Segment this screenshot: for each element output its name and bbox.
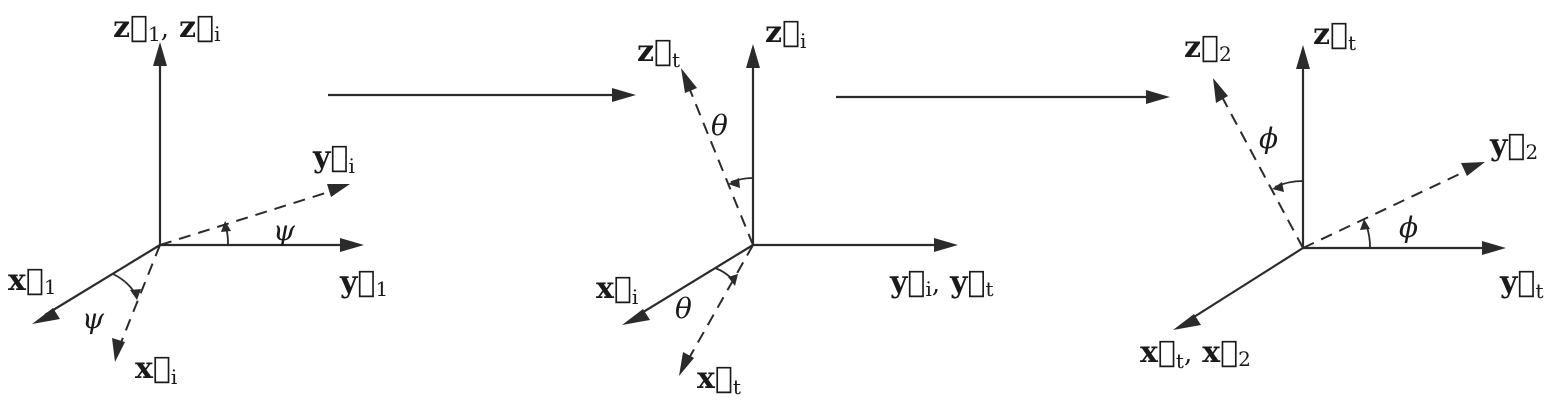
label-xt: x⃗t xyxy=(697,361,741,399)
label-zt: z⃗t xyxy=(637,34,680,72)
yi-yt-arrowhead xyxy=(934,238,958,252)
theta-arc-1 xyxy=(730,177,754,183)
phi-arc-2-arrowhead xyxy=(1360,219,1370,230)
label-z1-zi: z⃗1,z⃗i xyxy=(113,10,221,46)
z1-arrowhead xyxy=(153,42,167,66)
label-zt-3: z⃗t xyxy=(1313,17,1356,55)
z2-axis xyxy=(1220,94,1304,249)
yi-arrowhead xyxy=(327,184,350,197)
zi-arrowhead-2 xyxy=(746,44,760,68)
xt-x2-axis xyxy=(1185,247,1304,323)
frame-3: ϕ ϕ z⃗2 z⃗t y⃗2 y⃗t x⃗t,x⃗2 xyxy=(1140,17,1543,373)
psi-label-2: ψ xyxy=(82,302,105,335)
phi-label-2: ϕ xyxy=(1399,211,1418,244)
label-z2: z⃗2 xyxy=(1184,30,1232,66)
label-xi: x⃗i xyxy=(135,351,177,389)
label-yi: y⃗i xyxy=(312,140,355,178)
zt-arrowhead xyxy=(681,68,697,93)
y2-arrowhead xyxy=(1461,162,1485,176)
zt-arrowhead-3 xyxy=(1296,45,1310,69)
xi-arrowhead xyxy=(112,338,125,362)
phi-arc-1-arrowhead xyxy=(1272,182,1284,192)
phi-label-1: ϕ xyxy=(1259,122,1278,155)
y2-axis xyxy=(1302,169,1469,249)
label-yi-yt: y⃗i,y⃗t xyxy=(889,265,994,301)
xt-arrowhead xyxy=(679,352,694,376)
psi-label-1: ψ xyxy=(273,214,296,247)
label-x1: x⃗1 xyxy=(8,263,57,299)
label-xt-x2: x⃗t,x⃗2 xyxy=(1140,335,1251,373)
theta-label-1: θ xyxy=(711,109,728,142)
transition-arrow-1-head xyxy=(612,88,636,102)
theta-arc-2-arrowhead xyxy=(728,274,738,286)
label-y2: y⃗2 xyxy=(1489,128,1538,164)
y1-arrowhead xyxy=(340,238,364,252)
theta-arc-1-arrowhead xyxy=(728,178,740,188)
psi-arc-2-arrowhead xyxy=(130,289,141,300)
frame-1: ψ ψ z⃗1,z⃗i y⃗i y⃗1 x⃗1 x⃗i xyxy=(8,10,388,389)
zt-axis xyxy=(687,84,754,246)
label-yt-3: y⃗t xyxy=(1499,265,1543,303)
transition-arrow-2-head xyxy=(1146,90,1170,104)
frame-2: θ θ z⃗t z⃗i y⃗i,y⃗t x⃗i x⃗t xyxy=(596,15,994,399)
theta-label-2: θ xyxy=(675,292,692,325)
xi-axis xyxy=(119,244,161,346)
x1-axis xyxy=(44,244,161,316)
z2-arrowhead xyxy=(1213,78,1228,103)
yt-arrowhead-3 xyxy=(1482,241,1506,255)
xi-axis-2 xyxy=(634,244,754,318)
xt-axis xyxy=(687,244,754,361)
label-zi-2: z⃗i xyxy=(765,15,806,53)
yi-axis xyxy=(159,189,336,246)
x1-arrowhead xyxy=(32,308,60,324)
xt-x2-arrowhead xyxy=(1173,314,1201,330)
xi-arrowhead-2 xyxy=(622,309,650,325)
label-xi-2: x⃗i xyxy=(596,271,638,309)
psi-arc-1-arrowhead xyxy=(221,221,231,232)
label-y1: y⃗1 xyxy=(339,265,388,301)
